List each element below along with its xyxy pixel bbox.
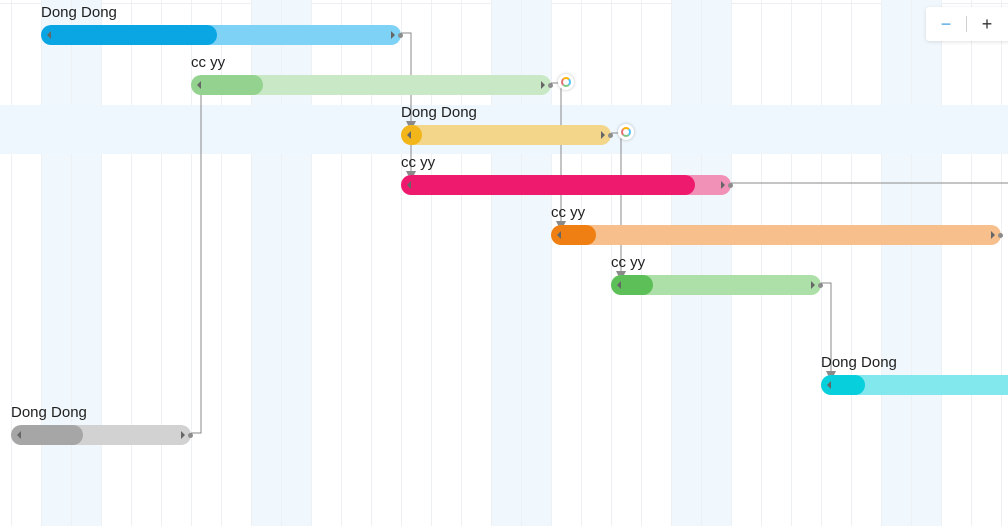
resize-end-handle[interactable] (181, 431, 185, 439)
task-assignee-label: cc yy (611, 254, 646, 271)
task-progress-fill (401, 175, 695, 195)
link-connector-dot[interactable] (188, 433, 193, 438)
task-assignee-label: Dong Dong (11, 404, 87, 421)
status-ring-icon[interactable] (618, 124, 634, 140)
task-progress-fill (821, 375, 865, 395)
task-assignee-label: Dong Dong (41, 4, 117, 21)
link-connector-dot[interactable] (548, 83, 553, 88)
task-bar[interactable]: Dong Dong (401, 104, 634, 145)
task-bar[interactable]: Dong Dong (821, 354, 1008, 395)
timeline-column (761, 0, 791, 526)
task-assignee-label: Dong Dong (401, 104, 477, 121)
task-bar-track[interactable] (551, 225, 1001, 245)
task-bar-track[interactable] (401, 125, 611, 145)
timeline-column (341, 0, 371, 526)
status-ring (621, 127, 631, 137)
timeline-column (641, 0, 671, 526)
timeline-column (821, 0, 851, 526)
zoom-control: − + (926, 7, 1008, 41)
timeline-column (581, 0, 611, 526)
timeline-column (221, 0, 251, 526)
task-bar[interactable]: cc yy (611, 254, 823, 295)
task-progress-fill (41, 25, 218, 45)
resize-start-handle[interactable] (197, 81, 201, 89)
resize-start-handle[interactable] (17, 431, 21, 439)
zoom-in-button[interactable]: + (981, 14, 993, 34)
link-connector-dot[interactable] (818, 283, 823, 288)
link-connector-dot[interactable] (608, 133, 613, 138)
task-progress-fill (611, 275, 653, 295)
task-bar-track[interactable] (41, 25, 401, 45)
zoom-divider (966, 16, 967, 32)
resize-end-handle[interactable] (391, 31, 395, 39)
timeline-column (701, 0, 731, 526)
resize-start-handle[interactable] (407, 181, 411, 189)
resize-start-handle[interactable] (47, 31, 51, 39)
timeline-column (671, 0, 701, 526)
timeline-column (971, 0, 1001, 526)
resize-end-handle[interactable] (541, 81, 545, 89)
timeline-column (911, 0, 941, 526)
timeline-column (551, 0, 581, 526)
timeline-column (161, 0, 191, 526)
timeline-column (941, 0, 971, 526)
link-connector-dot[interactable] (398, 33, 403, 38)
timeline-column (401, 0, 431, 526)
resize-end-handle[interactable] (811, 281, 815, 289)
timeline-column (731, 0, 761, 526)
link-connector-dot[interactable] (998, 233, 1003, 238)
task-assignee-label: Dong Dong (821, 354, 897, 371)
task-progress-fill (551, 225, 596, 245)
resize-start-handle[interactable] (407, 131, 411, 139)
task-bar[interactable]: cc yy (551, 204, 1003, 245)
task-bar-track[interactable] (821, 375, 1008, 395)
dependency-link[interactable] (401, 32, 412, 127)
dependency-link[interactable] (821, 282, 832, 377)
timeline-column (11, 0, 41, 526)
task-bar[interactable]: Dong Dong (41, 4, 403, 45)
status-ring-icon[interactable] (558, 74, 574, 90)
resize-start-handle[interactable] (557, 231, 561, 239)
timeline-column (461, 0, 491, 526)
link-connector-dot[interactable] (728, 183, 733, 188)
resize-end-handle[interactable] (721, 181, 725, 189)
task-bar[interactable]: cc yy (191, 54, 574, 95)
task-bar[interactable]: Dong Dong (11, 404, 193, 445)
timeline-column (791, 0, 821, 526)
timeline-column (881, 0, 911, 526)
timeline-column (611, 0, 641, 526)
timeline-column (851, 0, 881, 526)
resize-end-handle[interactable] (601, 131, 605, 139)
timeline-column (311, 0, 341, 526)
timeline-column (131, 0, 161, 526)
task-bar-track[interactable] (401, 175, 731, 195)
task-progress-fill (191, 75, 263, 95)
task-progress-fill (11, 425, 83, 445)
task-bar[interactable]: cc yy (401, 154, 733, 195)
task-assignee-label: cc yy (551, 204, 586, 221)
task-bar-track[interactable] (191, 75, 551, 95)
task-bar-track[interactable] (611, 275, 821, 295)
task-progress-fill (401, 125, 422, 145)
resize-start-handle[interactable] (617, 281, 621, 289)
status-ring (561, 77, 571, 87)
timeline-column (101, 0, 131, 526)
timeline-column (191, 0, 221, 526)
task-assignee-label: cc yy (191, 54, 226, 71)
zoom-out-button[interactable]: − (940, 14, 952, 34)
resize-end-handle[interactable] (991, 231, 995, 239)
dependency-link[interactable] (191, 87, 202, 434)
task-assignee-label: cc yy (401, 154, 436, 171)
timeline-column (1001, 0, 1008, 526)
resize-start-handle[interactable] (827, 381, 831, 389)
timeline-column (431, 0, 461, 526)
task-bar-track[interactable] (11, 425, 191, 445)
timeline-column (371, 0, 401, 526)
